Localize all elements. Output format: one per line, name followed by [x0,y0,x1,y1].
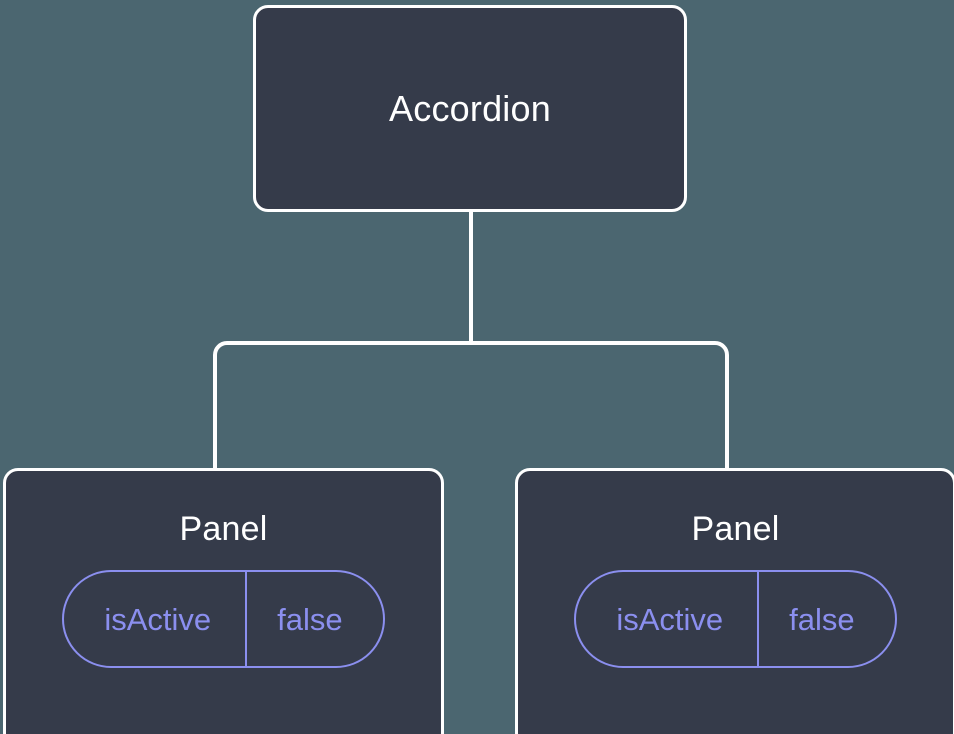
tree-node-accordion[interactable]: Accordion [253,5,687,212]
node-title-panel-left: Panel [179,510,268,548]
prop-pill-left[interactable]: isActive false [62,570,385,669]
prop-pill-right[interactable]: isActive false [574,570,897,669]
prop-value-right: false [789,601,855,637]
node-title-accordion: Accordion [389,87,551,129]
tree-node-panel-right[interactable]: Panel isActive false [515,468,954,734]
node-title-panel-right: Panel [691,510,780,548]
prop-key-left: isActive [64,572,248,667]
tree-node-panel-left[interactable]: Panel isActive false [3,468,444,734]
prop-value-left: false [277,601,343,637]
edge-root-to-panel-left [213,341,471,470]
edge-root-to-panel-right [471,341,729,470]
prop-key-right: isActive [576,572,760,667]
